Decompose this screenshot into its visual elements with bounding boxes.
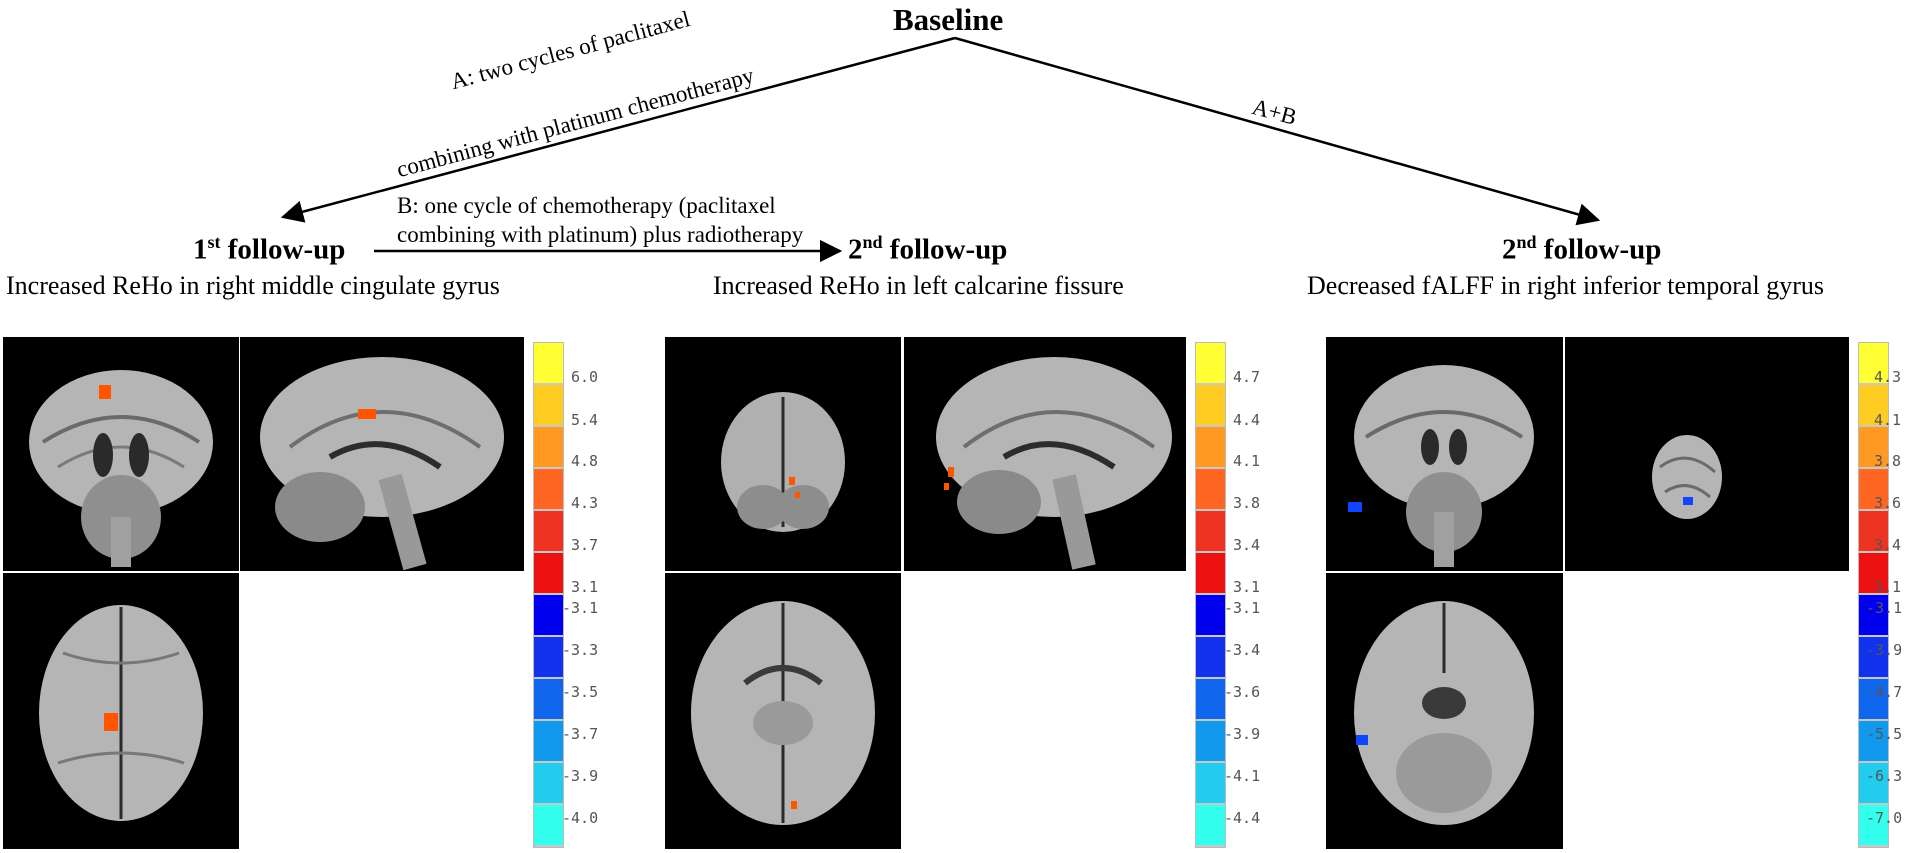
first-follow-up-heading: 1st follow-up (193, 232, 346, 266)
colorbar-tick: 3.8 (1874, 452, 1902, 470)
activation-cluster (789, 477, 795, 485)
colorbar-tick: 4.3 (1874, 368, 1902, 386)
arrow-to-second-follow-up-right (954, 36, 1601, 226)
colorbar-second-middle (1195, 342, 1226, 848)
axial-slice-first (3, 573, 239, 849)
activation-cluster (944, 483, 949, 490)
colorbar-second-right (1858, 342, 1889, 848)
colorbar-tick: -3.9 (562, 767, 599, 785)
coronal-slice-second-middle (665, 337, 901, 571)
activation-cluster (1348, 502, 1362, 512)
colorbar-tick: 4.3 (571, 494, 599, 512)
colorbar-tick: 4.7 (1233, 368, 1261, 386)
activation-cluster (99, 385, 111, 399)
sagittal-slice-second-right (1565, 337, 1849, 571)
colorbar-tick: -4.1 (1224, 767, 1261, 785)
activation-cluster (1356, 735, 1368, 745)
colorbar-first (533, 342, 564, 848)
finding-first: Increased ReHo in right middle cingulate… (6, 271, 500, 300)
colorbar-tick: -5.5 (1866, 725, 1903, 743)
activation-cluster (104, 713, 118, 731)
second-follow-up-heading-right: 2nd follow-up (1502, 232, 1662, 266)
colorbar-tick: -3.4 (1224, 641, 1261, 659)
colorbar-tick: -3.1 (562, 599, 599, 617)
second-follow-up-heading-middle: 2nd follow-up (848, 232, 1008, 266)
colorbar-tick: -3.7 (562, 725, 599, 743)
colorbar-tick: -4.4 (1224, 809, 1261, 827)
arrow-to-first-follow-up (280, 36, 956, 223)
colorbar-tick: 3.7 (571, 536, 599, 554)
colorbar-tick: -4.7 (1866, 683, 1903, 701)
sagittal-slice-first (240, 337, 524, 571)
finding-second-middle: Increased ReHo in left calcarine fissure (713, 271, 1124, 300)
colorbar-tick: 4.4 (1233, 411, 1261, 429)
activation-cluster (791, 801, 797, 809)
activation-cluster (358, 409, 376, 419)
arm-b-label-line2: combining with platinum) plus radiothera… (397, 222, 804, 247)
coronal-slice-first (3, 337, 239, 571)
colorbar-tick: 4.8 (571, 452, 599, 470)
colorbar-tick: -7.0 (1866, 809, 1903, 827)
colorbar-tick: 4.1 (1233, 452, 1261, 470)
colorbar-tick: -4.0 (562, 809, 599, 827)
activation-cluster (1683, 497, 1693, 505)
colorbar-tick: -3.3 (562, 641, 599, 659)
activation-cluster (948, 467, 954, 477)
axial-slice-second-right (1326, 573, 1563, 849)
colorbar-tick: 3.1 (1874, 578, 1902, 596)
colorbar-tick: -3.5 (562, 683, 599, 701)
activation-cluster (795, 492, 800, 498)
colorbar-tick: 4.1 (1874, 411, 1902, 429)
colorbar-tick: 3.1 (571, 578, 599, 596)
colorbar-tick: -3.6 (1224, 683, 1261, 701)
colorbar-tick: -3.1 (1866, 599, 1903, 617)
sagittal-slice-second-middle (904, 337, 1186, 571)
colorbar-tick: -3.1 (1224, 599, 1261, 617)
arm-b-label-line1: B: one cycle of chemotherapy (paclitaxel (397, 193, 776, 218)
colorbar-tick: -6.3 (1866, 767, 1903, 785)
baseline-title: Baseline (893, 2, 1004, 37)
axial-slice-second-middle (665, 573, 901, 849)
colorbar-tick: -3.9 (1224, 725, 1261, 743)
finding-second-right: Decreased fALFF in right inferior tempor… (1307, 271, 1824, 300)
colorbar-tick: 5.4 (571, 411, 599, 429)
colorbar-tick: 3.8 (1233, 494, 1261, 512)
colorbar-tick: -3.9 (1866, 641, 1903, 659)
colorbar-tick: 6.0 (571, 368, 599, 386)
colorbar-tick: 3.1 (1233, 578, 1261, 596)
colorbar-tick: 3.4 (1874, 536, 1902, 554)
coronal-slice-second-right (1326, 337, 1563, 571)
colorbar-tick: 3.4 (1233, 536, 1261, 554)
colorbar-tick: 3.6 (1874, 494, 1902, 512)
